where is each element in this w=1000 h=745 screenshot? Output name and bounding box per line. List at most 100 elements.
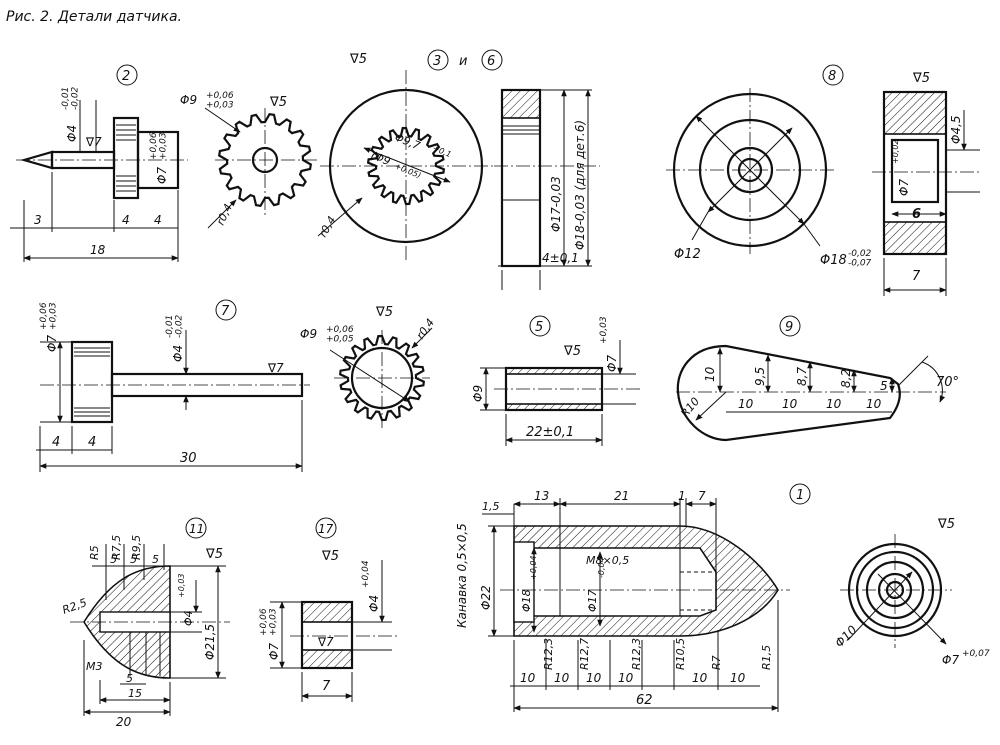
part-8-drawing: 8 ∇5 Φ12 Φ18 -0,02-0,07 Φ4,5 Φ7 +0,02 6 … bbox=[666, 64, 982, 296]
part-17-outer-tol: +0,06+0,03 bbox=[259, 608, 278, 636]
part-9-dim-10h: 10 bbox=[703, 366, 717, 382]
part-17-bore: Φ4 bbox=[367, 595, 381, 612]
part-8-dim-6: 6 bbox=[912, 207, 921, 222]
part-7-gear-radius: r0,4 bbox=[414, 316, 437, 342]
part-17-number: 17 bbox=[318, 522, 334, 536]
part-5-number: 5 bbox=[535, 320, 543, 335]
part-1-dim-62: 62 bbox=[636, 693, 653, 708]
part-1-dim-15: 1,5 bbox=[482, 500, 500, 513]
gear-phi9-roughness: ∇5 bbox=[269, 95, 287, 110]
part-3-radius: r0,4 bbox=[316, 214, 338, 240]
part-1-r105: R10,5 bbox=[674, 638, 687, 670]
part-3-tol-9: +0,05) bbox=[393, 162, 422, 181]
part-9-step-3: 10 bbox=[826, 397, 842, 411]
part-1-s6: 10 bbox=[730, 671, 746, 685]
part-3-number: 3 bbox=[433, 54, 441, 69]
part-1-r15: R1,5 bbox=[760, 645, 773, 670]
part-7-number: 7 bbox=[221, 304, 230, 319]
part-7-gear-dia: Φ9 bbox=[300, 327, 317, 341]
part-3-dim-97: Φ9,7 bbox=[393, 131, 422, 153]
part-3-6-drawing: 3 и 6 ∇5 Φ9,7 +0,1 (Φ9 +0,05) r0,4 Φ17-0… bbox=[316, 49, 600, 290]
part-9-number: 9 bbox=[785, 320, 793, 335]
part-1-dim-18: Φ18 bbox=[520, 589, 533, 612]
part-9-angle: 70° bbox=[936, 375, 959, 390]
part-5-tol-7: +0,03 bbox=[599, 316, 609, 344]
part-1-s5: 10 bbox=[692, 671, 708, 685]
part-7-shaft-dia: Φ4 bbox=[171, 345, 185, 362]
part-6-dim-18: Φ18-0,03 (для дет.6) bbox=[573, 120, 587, 250]
part-7-gear-tol: +0,06+0,05 bbox=[326, 325, 354, 344]
part-1-dim-1: 1 bbox=[678, 489, 686, 503]
part-8-tol-7bore: +0,02 bbox=[891, 139, 900, 164]
part-1-r123b: R12,3 bbox=[630, 638, 643, 670]
gear-phi9-tol: +0,06+0,03 bbox=[206, 91, 234, 110]
part-8-dim-18: Φ18 bbox=[820, 253, 847, 268]
gear-phi9-radius: r0,4 bbox=[214, 202, 235, 227]
part-7-dim-4b: 4 bbox=[88, 435, 96, 450]
part-1-end-view: ∇5 Φ10 Φ7 +0,07 bbox=[832, 517, 990, 667]
part-17-bore-tol: +0,04 bbox=[361, 560, 371, 588]
part-8-number-circle bbox=[822, 64, 844, 86]
part-5-dim-7: Φ7 bbox=[605, 355, 619, 372]
part-7-roughness: ∇7 bbox=[267, 361, 284, 375]
part-11-roughness: ∇5 bbox=[205, 547, 223, 562]
part-1-dim-17: Φ17 bbox=[586, 589, 599, 612]
part-1-tol-18: +0,04 bbox=[529, 555, 538, 580]
part-17-number-circle bbox=[315, 517, 337, 539]
part-9-drawing: 9 10 9,5 8,7 8,2 5 10 10 10 10 R10 70° bbox=[676, 315, 959, 442]
part-8-tol-18: -0,02-0,07 bbox=[848, 249, 872, 268]
part-5-dim-9: Φ9 bbox=[471, 385, 485, 402]
part-1-r127: R12,7 bbox=[578, 638, 591, 670]
part-8-roughness: ∇5 bbox=[912, 71, 930, 86]
part-1-r7: R7 bbox=[710, 655, 723, 670]
part-6-number-circle bbox=[481, 49, 503, 71]
part-11-r25: R2,5 bbox=[61, 596, 89, 617]
part-7-knurl bbox=[74, 347, 110, 417]
part-11-bore-tol: +0,03 bbox=[177, 573, 186, 598]
part-3-6-conj: и bbox=[459, 54, 467, 69]
figure-caption: Рис. 2. Детали датчика. bbox=[6, 9, 182, 25]
part-2-knurl-dia: Φ7 bbox=[155, 167, 169, 184]
part-2-roughness: ∇7 bbox=[85, 135, 102, 149]
part-2-shaft-dia: Φ4 bbox=[65, 125, 79, 142]
part-7-number-circle bbox=[215, 299, 237, 321]
part-1-number: 1 bbox=[796, 488, 804, 503]
part-9-dim-87: 8,7 bbox=[795, 367, 809, 386]
part-7-knurl-dia: Φ7 bbox=[45, 335, 59, 352]
part-2-knurl-tol: +0,06+0,03 bbox=[149, 132, 168, 160]
part-6-number: 6 bbox=[487, 54, 495, 69]
part-9-dim-82: 8,2 bbox=[839, 369, 853, 388]
part-3-number-circle bbox=[427, 49, 449, 71]
part-1-end-dim-7: Φ7 bbox=[942, 653, 959, 667]
part-17-drawing: 17 ∇5 ∇7 Φ7 +0,06+0,03 Φ4 +0,04 7 bbox=[259, 517, 400, 702]
part-1-drawing: 1 Φ22 Канавка 0,5×0,5 Φ18 +0,04 Φ17 -0,0… bbox=[455, 483, 811, 712]
part-11-dim-15: 15 bbox=[128, 687, 142, 700]
part-1-number-circle bbox=[789, 483, 811, 505]
part-9-step-4: 10 bbox=[866, 397, 882, 411]
part-3-dim-4: 4±0,1 bbox=[542, 251, 579, 265]
part-17-outer: Φ7 bbox=[267, 643, 281, 660]
part-1-tol-17: -0,04 bbox=[597, 557, 606, 578]
part-1-end-tol-7: +0,07 bbox=[962, 649, 990, 659]
part-17-dim-7: 7 bbox=[322, 679, 331, 694]
part-5-dim-22: 22±0,1 bbox=[526, 425, 574, 440]
part-1-s3: 10 bbox=[586, 671, 602, 685]
part-9-step-1: 10 bbox=[738, 397, 754, 411]
part-1-stations bbox=[510, 600, 779, 712]
part-3-dim-17: Φ17-0,03 bbox=[549, 176, 563, 232]
part-8-dim-45: Φ4,5 bbox=[949, 115, 963, 144]
part-1-end-roughness: ∇5 bbox=[937, 517, 955, 532]
part-11-r75: R7,5 bbox=[110, 535, 123, 560]
part-11-dim-20: 20 bbox=[116, 715, 132, 729]
part-8-dim-12: Φ12 bbox=[674, 247, 701, 262]
part-2-dim-3: 3 bbox=[34, 213, 42, 227]
part-8-number: 8 bbox=[828, 69, 836, 84]
part-11-dim-5: 5 bbox=[126, 672, 133, 685]
part-2-drawing: 2 3 4 4 18 Φ4 -0,01-0,02 ∇7 Φ7 +0,06+0,0… bbox=[10, 64, 188, 262]
part-5-roughness: ∇5 bbox=[563, 344, 581, 359]
part-7-shaft-tol: -0,01-0,02 bbox=[165, 314, 184, 338]
part-11-thread: M3 bbox=[86, 660, 103, 673]
part-2-number-circle bbox=[116, 64, 138, 86]
part-11-number: 11 bbox=[189, 522, 204, 536]
part-9-number-circle bbox=[779, 315, 801, 337]
